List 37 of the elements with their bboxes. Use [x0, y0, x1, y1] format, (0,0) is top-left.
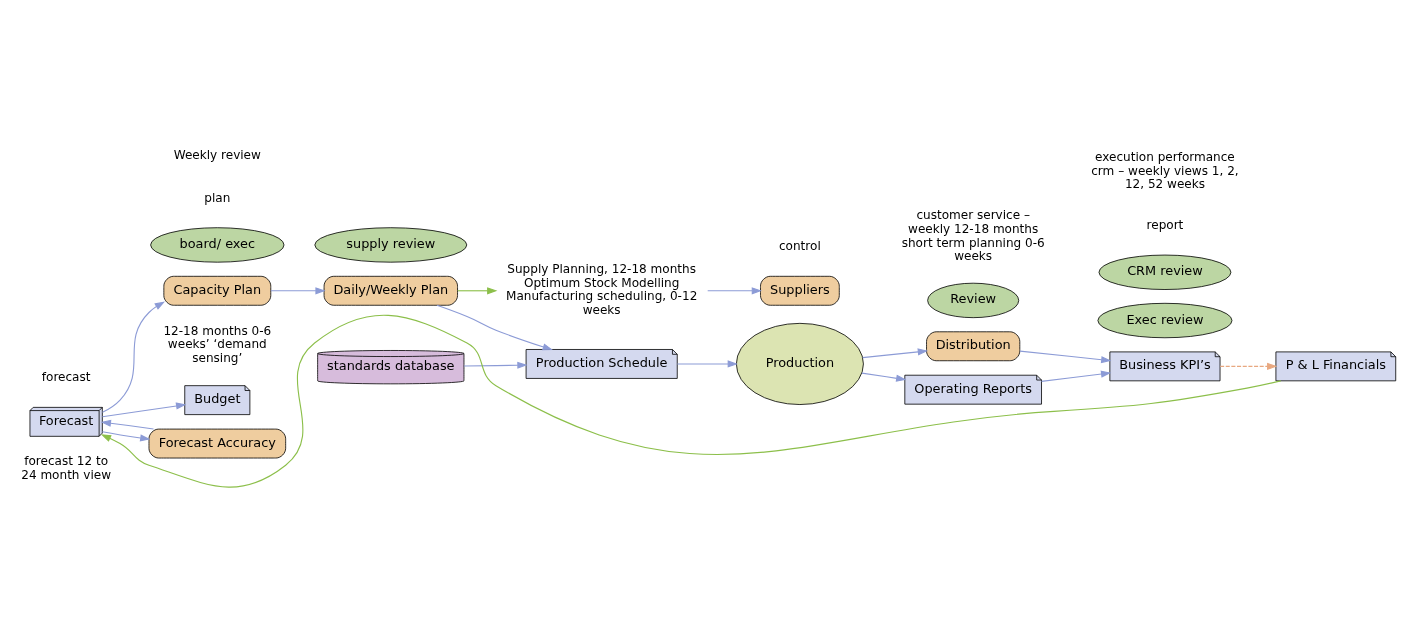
arrow	[1019, 350, 1112, 363]
label: control	[779, 238, 821, 253]
arrow	[676, 359, 738, 368]
node-text: Supply Planning, 12-18 months Optimum Stock Modelling Manufacturing scheduling, 0-12 weeks	[506, 261, 698, 317]
node-ellipse: Production	[735, 322, 864, 405]
arrow	[707, 286, 763, 294]
node-box: Capacity Plan	[163, 275, 272, 306]
arrow	[101, 300, 165, 413]
node-ellipse: Review	[927, 282, 1020, 318]
label: report	[1146, 217, 1184, 232]
label: plan	[204, 190, 231, 205]
label: execution performance crm – weekly views 1, 2, 12, 52 weeks	[1091, 149, 1239, 191]
node-box: Suppliers	[760, 275, 840, 306]
arrow	[436, 304, 553, 350]
arrow	[101, 430, 151, 441]
node-label: 12-18 months 0-6 weeks’ ‘demand sensing’	[163, 323, 272, 365]
node-box: Daily/Weekly Plan	[323, 275, 458, 306]
node-ellipse: Exec review	[1097, 302, 1233, 338]
node-ellipse: CRM review	[1098, 254, 1232, 290]
arrow	[1041, 370, 1112, 382]
arrow	[457, 286, 498, 294]
arrow	[270, 286, 326, 294]
node-label: forecast 12 to 24 month view	[21, 453, 112, 482]
node-ellipse: supply review	[314, 226, 468, 263]
arrow	[100, 419, 155, 430]
arrow	[862, 347, 929, 358]
label: Weekly review	[173, 147, 261, 161]
node-box: Forecast Accuracy	[148, 428, 287, 458]
label: customer service – weekly 12-18 months short term planning 0-6 weeks	[901, 207, 1045, 263]
arrow	[463, 361, 528, 369]
node-ellipse: board/ exec	[150, 226, 285, 263]
arrow	[861, 372, 907, 382]
arrow	[1219, 362, 1278, 370]
node-box: Distribution	[926, 330, 1021, 361]
label: forecast	[41, 369, 91, 384]
arrow	[100, 314, 1282, 488]
arrow	[101, 401, 187, 417]
